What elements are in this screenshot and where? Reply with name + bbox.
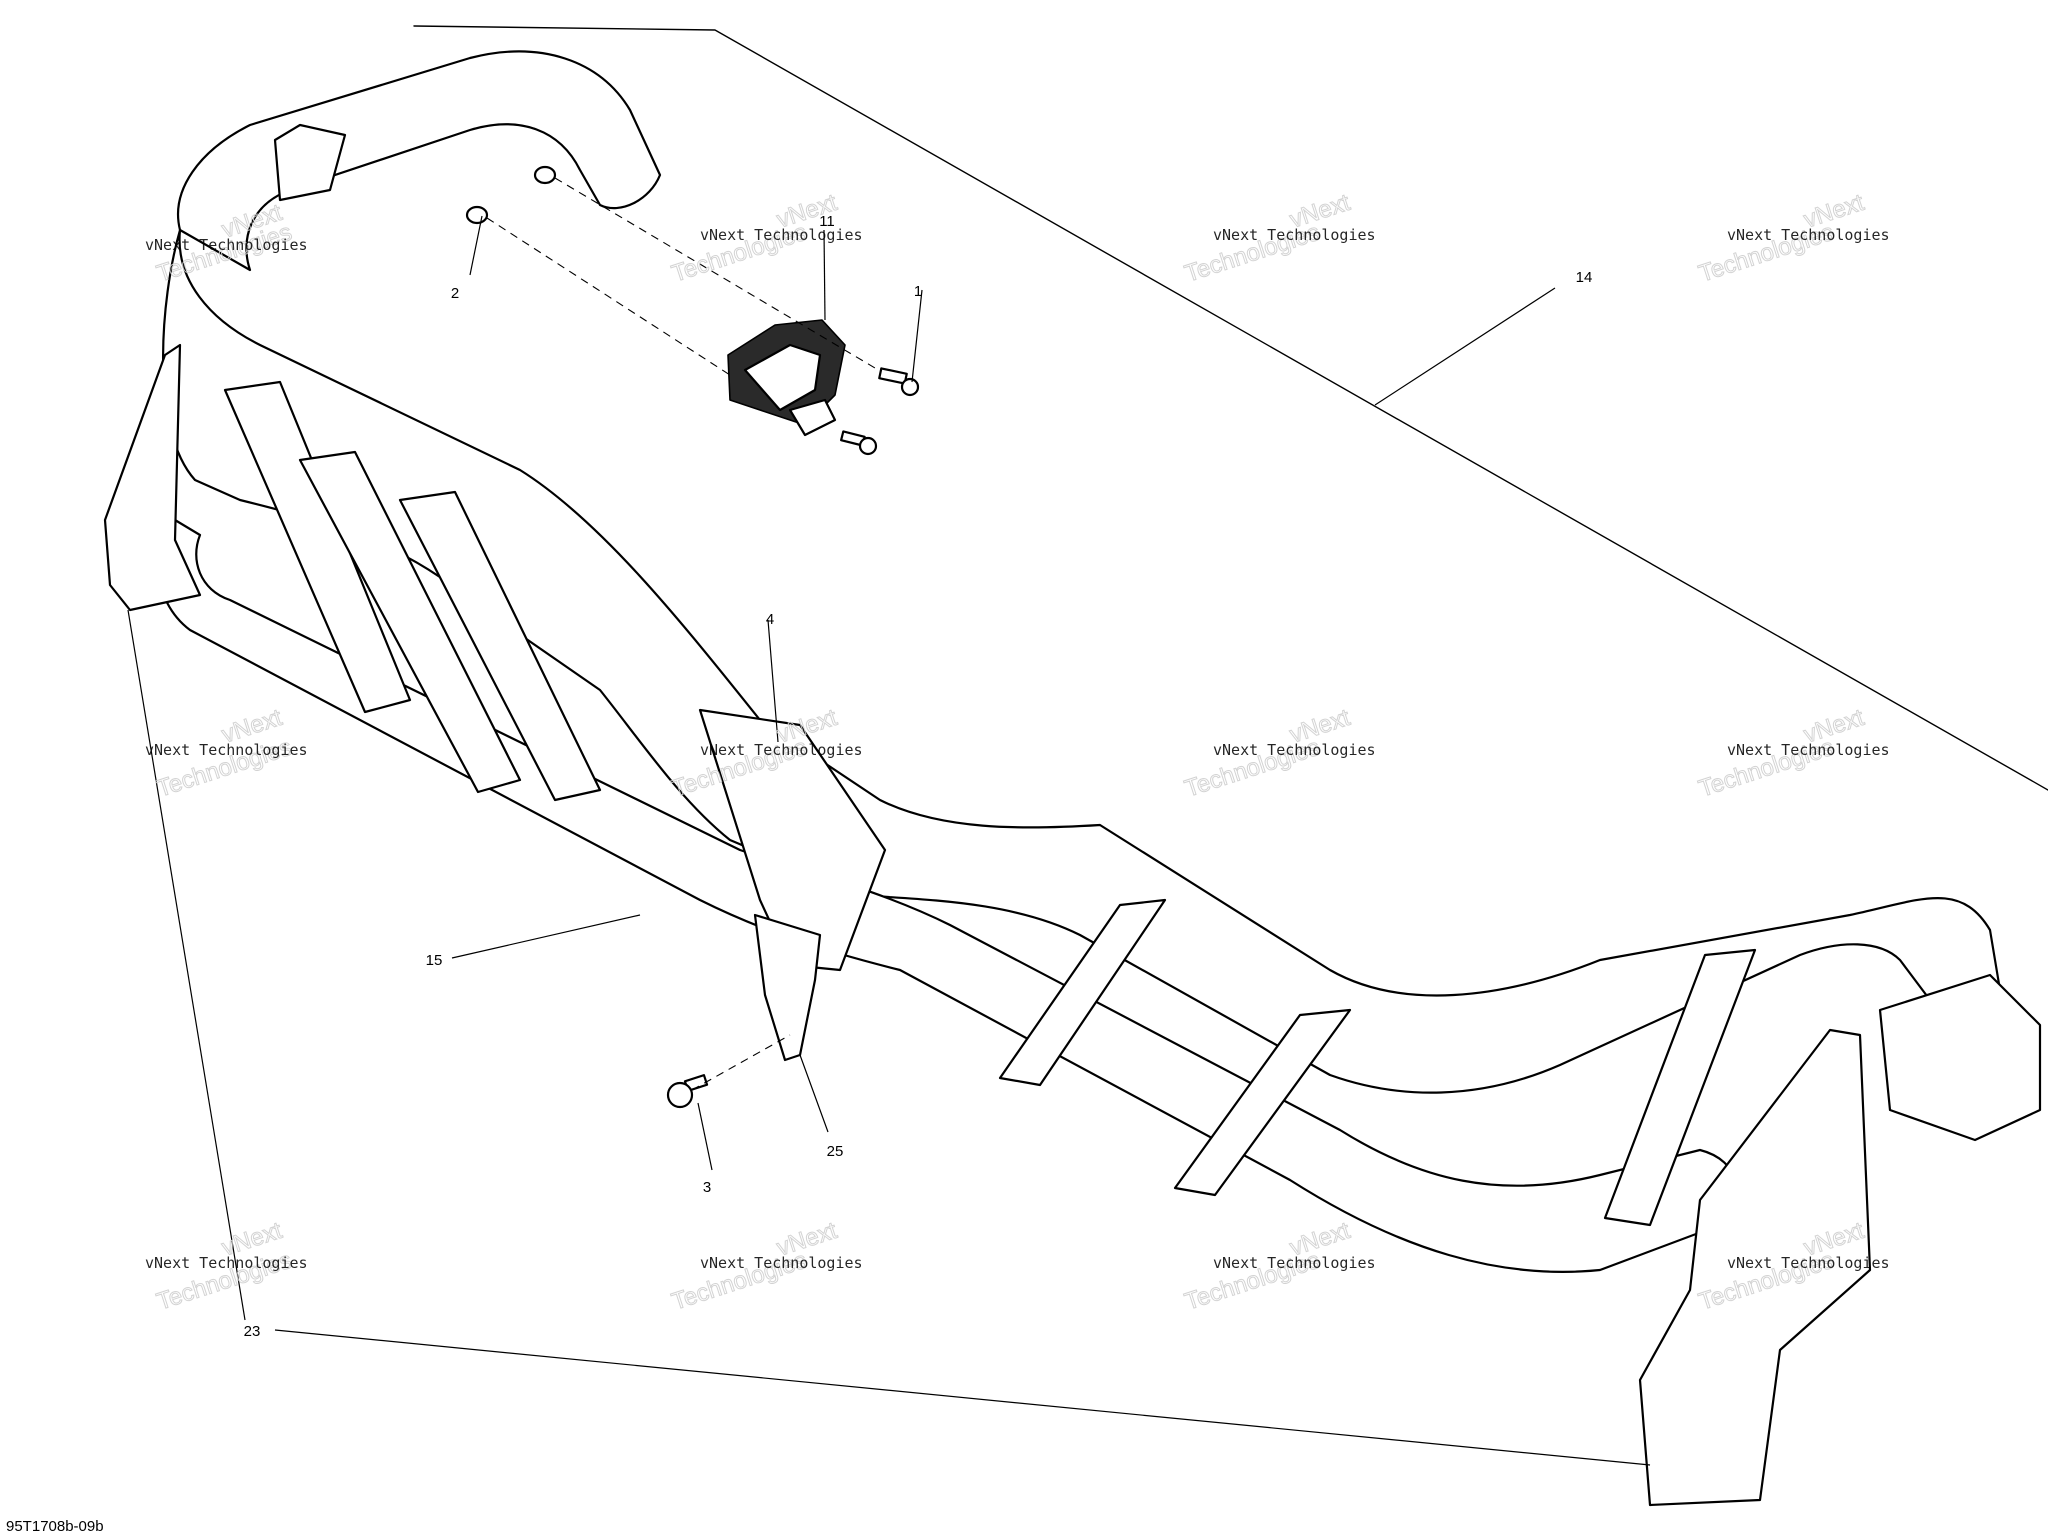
cargo-bed-outline [413, 25, 2048, 791]
watermarks: vNext Technologies vNext Technologies vN… [145, 188, 1890, 1316]
svg-text:vNext Technologies: vNext Technologies [1213, 741, 1376, 759]
assembly-lines [486, 177, 876, 1091]
callout-11: 11 [819, 213, 835, 230]
watermark-r1c2: vNext Technologies vNext Technologies [668, 188, 863, 288]
watermark-r3c3: vNext Technologies vNext Technologies [1181, 1216, 1376, 1316]
svg-text:vNext Technologies: vNext Technologies [1213, 226, 1376, 244]
svg-text:vNext Technologies: vNext Technologies [700, 1254, 863, 1272]
watermark-r1c3: vNext Technologies vNext Technologies [1181, 188, 1376, 288]
svg-text:vNext Technologies: vNext Technologies [145, 1254, 308, 1272]
watermark-r2c1: vNext Technologies vNext Technologies [145, 703, 308, 803]
svg-text:vNext Technologies: vNext Technologies [145, 236, 308, 254]
drawing-code: 95T1708b-09b [6, 1518, 104, 1535]
svg-text:vNext Technologies: vNext Technologies [145, 741, 308, 759]
callout-14: 14 [1576, 269, 1593, 286]
bolt-1 [878, 367, 920, 397]
leader-lines [127, 215, 1651, 1466]
watermark-r3c2: vNext Technologies vNext Technologies [668, 1216, 863, 1316]
callout-2: 2 [451, 285, 459, 302]
rear-rack-frame [103, 50, 2042, 1507]
clip-25 [753, 913, 822, 1062]
bolt-latch-lower [840, 430, 878, 456]
callout-4: 4 [766, 611, 774, 628]
callout-1: 1 [914, 283, 922, 300]
svg-text:vNext Technologies: vNext Technologies [1727, 741, 1890, 759]
svg-text:vNext Technologies: vNext Technologies [1727, 226, 1890, 244]
watermark-r3c1: vNext Technologies vNext Technologies [145, 1216, 308, 1316]
svg-text:vNext Technologies: vNext Technologies [1727, 1254, 1890, 1272]
screw-3 [666, 1074, 709, 1109]
svg-text:vNext Technologies: vNext Technologies [1213, 1254, 1376, 1272]
callout-25: 25 [827, 1143, 844, 1160]
svg-text:vNext Technologies: vNext Technologies [700, 226, 863, 244]
latch-assembly [727, 319, 846, 437]
callout-15: 15 [426, 952, 443, 969]
watermark-r1c4: vNext Technologies vNext Technologies [1695, 188, 1890, 288]
svg-text:vNext Technologies: vNext Technologies [700, 741, 863, 759]
callout-23: 23 [244, 1323, 261, 1340]
callouts: 1 2 3 4 11 14 15 23 25 [244, 213, 1593, 1340]
callout-3: 3 [703, 1179, 711, 1196]
watermark-r2c3: vNext Technologies vNext Technologies [1181, 703, 1376, 803]
nut-upper [465, 165, 557, 225]
watermark-r2c4: vNext Technologies vNext Technologies [1695, 703, 1890, 803]
